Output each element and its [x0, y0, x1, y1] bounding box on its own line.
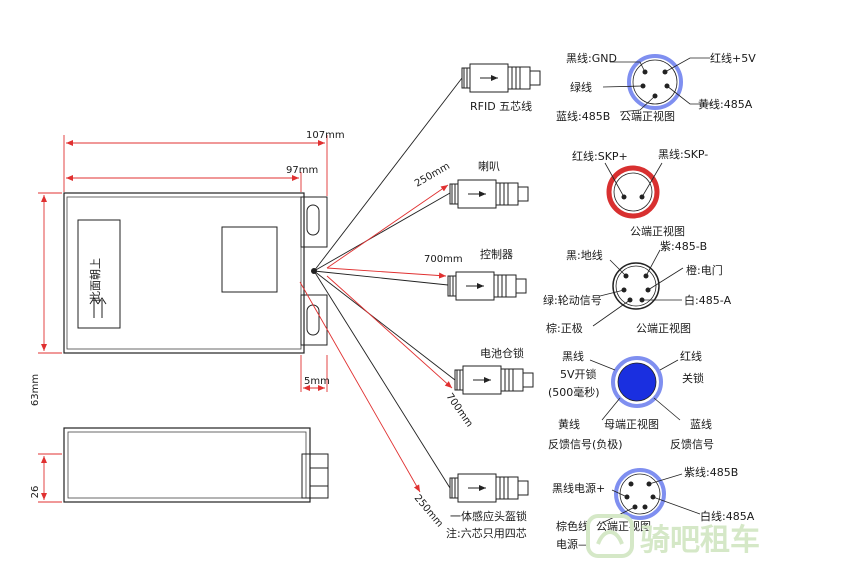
dim-26: 26: [30, 486, 41, 499]
controller-pinout: [592, 249, 684, 327]
cable-sensor-lock: [313, 270, 451, 489]
controller-plug-title: 控制器: [480, 247, 513, 261]
sensor-pin-power-minus: 电源—: [556, 537, 589, 551]
controller-side-view: [63, 427, 329, 503]
plug-rfid: [461, 63, 541, 93]
controller-housing: [63, 192, 305, 354]
sensor-pin-485a: 白线:485A: [700, 509, 755, 523]
controller-top-view: 此面朝上: [63, 192, 328, 354]
controller-pin-positive: 棕:正极: [546, 321, 583, 335]
rfid-pin-green: 绿线: [570, 80, 592, 94]
side-lug: [301, 453, 329, 499]
controller-pin-throttle: 橙:电门: [686, 263, 723, 277]
sensor-lock-title: 一体感应头盔锁: [450, 509, 527, 523]
battery-pin-red: 红线: [680, 349, 702, 363]
sensor-lock-pinout: [599, 468, 701, 525]
side-housing: [63, 427, 311, 503]
cable-length-dims: [299, 184, 453, 493]
controller-pin-ground: 黑:地线: [566, 248, 603, 262]
plug-sensor-lock: [449, 473, 529, 503]
speaker-pinout: [604, 162, 663, 219]
rfid-pin-gnd: 黑线:GND: [566, 51, 617, 65]
up-arrows-icon: [89, 297, 107, 318]
speaker-pin-plus: 红线:SKP+: [572, 149, 628, 163]
controller-top-text: 此面朝上: [89, 258, 102, 302]
label-box: [77, 219, 121, 329]
rfid-pin-485a: 黄线:485A: [698, 97, 753, 111]
speaker-title: 喇叭: [478, 159, 500, 173]
sensor-pin-brown: 棕色线: [556, 519, 589, 533]
watermark: 骑吧租车: [586, 514, 760, 558]
rfid-view: 公端正视图: [620, 109, 675, 123]
battery-pin-yellow: 黄线: [558, 417, 580, 431]
rfid-pinout: [602, 54, 712, 113]
watermark-text: 骑吧租车: [640, 523, 760, 558]
sensor-pin-power-plus: 黑线电源+: [552, 481, 605, 495]
sensor-lock-note: 注:六芯只用四芯: [446, 526, 527, 540]
speaker-view: 公端正视图: [630, 224, 685, 238]
cable-rfid: [313, 77, 463, 272]
battery-pin-black: 黑线: [562, 349, 584, 363]
speaker-cable-length: 250mm: [413, 161, 452, 190]
sensor-pin-485b: 紫线:485B: [684, 465, 738, 479]
rfid-pin-485b: 蓝线:485B: [556, 109, 610, 123]
display-window: [221, 226, 278, 293]
cables: [313, 77, 463, 489]
battery-lock-pinout: [589, 356, 681, 421]
plug-battery-lock: [454, 365, 534, 395]
battery-pin-red-note: 关锁: [682, 371, 704, 385]
plug-speaker: [449, 179, 529, 209]
dim-107: 107mm: [306, 130, 345, 141]
dim-63: 63mm: [30, 374, 41, 406]
rfid-pin-5v: 红线+5V: [710, 51, 756, 65]
plug-controller: [447, 271, 527, 301]
mounting-lug-bottom: [300, 294, 328, 346]
dim-97: 97mm: [286, 165, 318, 176]
sensor-cable-length: 250mm: [412, 493, 445, 530]
watermark-logo-icon: [586, 514, 634, 558]
rfid-title: RFID 五芯线: [470, 99, 532, 113]
controller-cable-length: 700mm: [424, 254, 463, 265]
controller-view: 公端正视图: [636, 321, 691, 335]
battery-pin-blue-note: 反馈信号: [670, 438, 714, 451]
speaker-pin-minus: 黑线:SKP-: [658, 147, 708, 161]
cable-battery-lock: [313, 270, 456, 381]
battery-lock-title: 电池仓锁: [480, 346, 524, 360]
cable-speaker: [313, 192, 451, 272]
battery-cable-length: 700mm: [444, 391, 475, 429]
controller-pin-wheel: 绿:轮动信号: [543, 293, 602, 307]
sensor-view: 公端正视图: [596, 519, 651, 533]
controller-pin-485b: 紫:485-B: [660, 240, 707, 253]
battery-pin-blue: 蓝线: [690, 417, 712, 431]
mounting-lug-top: [300, 196, 328, 248]
controller-pin-485a: 白:485-A: [684, 293, 732, 307]
battery-pin-black-note2: (500毫秒): [548, 385, 600, 399]
battery-view: 母端正视图: [604, 417, 659, 431]
battery-pin-black-note1: 5V开锁: [560, 367, 597, 381]
controller-inner-outline: [66, 196, 302, 350]
dimensions: [38, 135, 328, 503]
cable-controller: [313, 270, 449, 286]
battery-pin-yellow-note: 反馈信号(负极): [548, 437, 623, 451]
dim-5: 5mm: [304, 376, 330, 387]
